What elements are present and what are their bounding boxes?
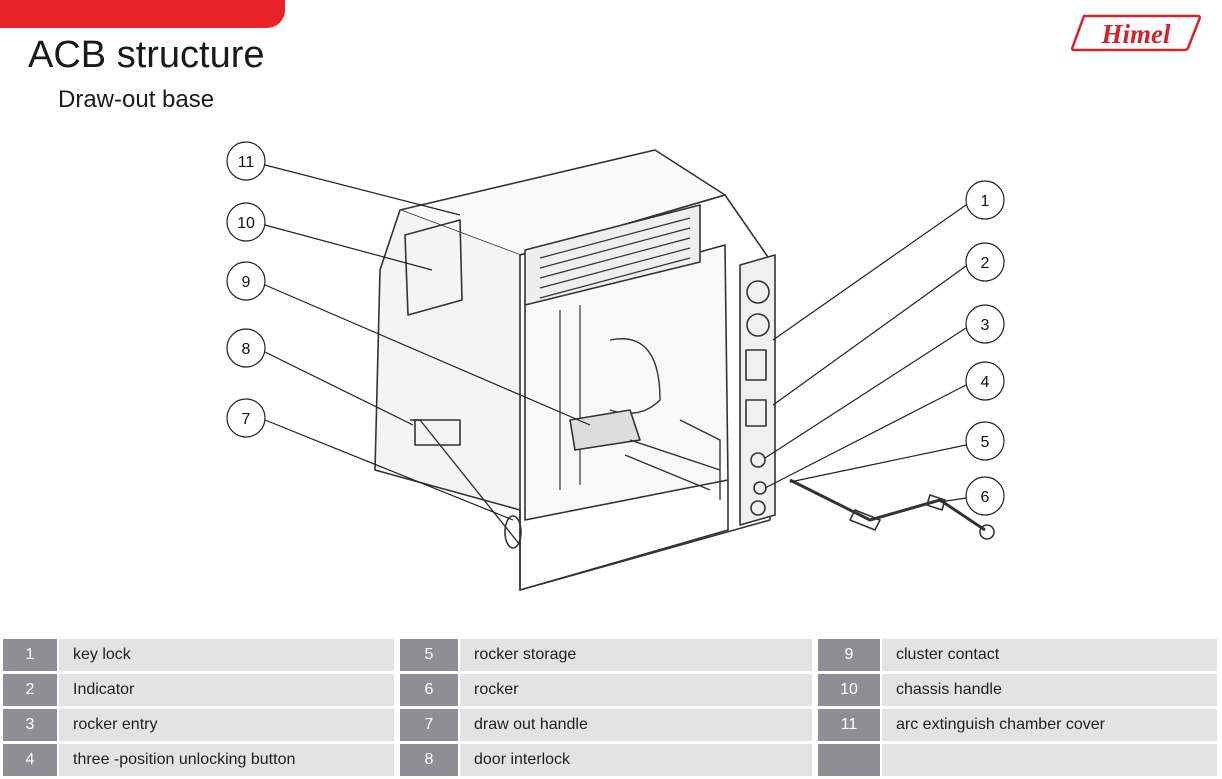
legend-number: 5 <box>400 639 460 671</box>
callout-5: 5 <box>789 421 1005 483</box>
callout-label: 8 <box>242 341 251 358</box>
legend-label: draw out handle <box>460 709 812 741</box>
callout-7: 7 <box>226 398 514 521</box>
callout-2: 2 <box>772 242 1005 406</box>
legend-row: 4 three -position unlocking button 8 doo… <box>3 744 1217 776</box>
legend-number: 2 <box>3 674 59 706</box>
legend-number: 4 <box>3 744 59 776</box>
legend-row: 1 key lock 5 rocker storage 9 cluster co… <box>3 639 1217 671</box>
legend-number: 10 <box>818 674 882 706</box>
callout-8: 8 <box>226 328 414 426</box>
legend-label: arc extinguish chamber cover <box>882 709 1217 741</box>
page-subtitle: Draw-out base <box>58 86 215 113</box>
callout-4: 4 <box>764 361 1005 489</box>
page-title: ACB structure <box>28 34 265 76</box>
legend-gap <box>812 639 818 671</box>
legend-gap <box>394 709 400 741</box>
legend-row: 2 Indicator 6 rocker 10 chassis handle <box>3 674 1217 706</box>
legend-label: three -position unlocking button <box>59 744 394 776</box>
callout-label: 5 <box>981 434 990 451</box>
legend-label: door interlock <box>460 744 812 776</box>
callout-9: 9 <box>226 261 591 426</box>
callout-11: 11 <box>226 141 461 216</box>
legend-number: 3 <box>3 709 59 741</box>
legend-gap <box>812 744 818 776</box>
legend-label: rocker entry <box>59 709 394 741</box>
legend-gap <box>812 709 818 741</box>
legend-number: 9 <box>818 639 882 671</box>
legend-label: chassis handle <box>882 674 1217 706</box>
legend-row: 3 rocker entry 7 draw out handle 11 arc … <box>3 709 1217 741</box>
callout-label: 1 <box>981 193 990 210</box>
callout-label: 2 <box>981 255 990 272</box>
breaker-drawing <box>374 149 995 591</box>
callout-3: 3 <box>764 304 1005 459</box>
callout-label: 4 <box>981 374 990 391</box>
legend-gap <box>394 744 400 776</box>
callout-label: 10 <box>237 215 255 232</box>
legend-label: rocker storage <box>460 639 812 671</box>
callout-6: 6 <box>939 476 1005 516</box>
legend-number <box>818 744 882 776</box>
legend-label: rocker <box>460 674 812 706</box>
legend-label: key lock <box>59 639 394 671</box>
callout-label: 9 <box>242 274 251 291</box>
legend-label: Indicator <box>59 674 394 706</box>
header-accent-bar <box>0 0 285 28</box>
callout-label: 3 <box>981 317 990 334</box>
legend-number: 6 <box>400 674 460 706</box>
callout-label: 11 <box>238 154 255 171</box>
legend-label: cluster contact <box>882 639 1217 671</box>
legend-number: 8 <box>400 744 460 776</box>
legend-number: 7 <box>400 709 460 741</box>
callout-label: 7 <box>242 411 251 428</box>
legend-gap <box>394 639 400 671</box>
callout-10: 10 <box>226 202 433 271</box>
callout-label: 6 <box>981 489 990 506</box>
legend-label <box>882 744 1217 776</box>
legend-number: 11 <box>818 709 882 741</box>
callout-1: 1 <box>772 180 1005 341</box>
legend-gap <box>812 674 818 706</box>
legend-gap <box>394 674 400 706</box>
callout-layer: 1 2 3 4 5 6 7 8 9 10 11 <box>226 141 1005 521</box>
himel-logo: Himel <box>1070 14 1202 52</box>
logo-text: Himel <box>1101 19 1171 49</box>
legend-number: 1 <box>3 639 59 671</box>
parts-legend-table: 1 key lock 5 rocker storage 9 cluster co… <box>3 636 1217 779</box>
